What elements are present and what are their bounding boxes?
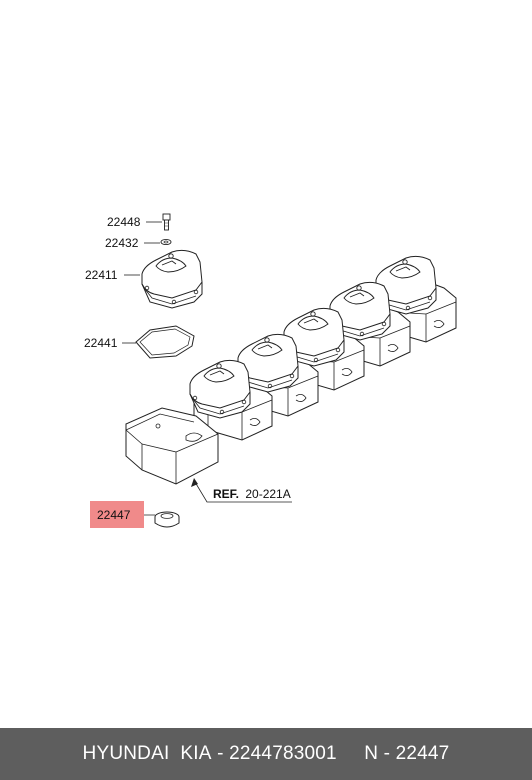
bolt-22448: [162, 213, 171, 231]
callout-22411[interactable]: 22411: [85, 268, 118, 282]
seal-22447: [154, 511, 180, 528]
washer-22432: [160, 238, 172, 246]
ref-prefix: REF.: [213, 487, 239, 501]
footer-n-number: 22447: [395, 743, 450, 764]
footer-part-number: 2244783001: [229, 743, 337, 764]
front-housing: [125, 407, 219, 485]
parts-diagram: 22448 22432 22411 22441 22447 REF. 20-22…: [84, 213, 457, 528]
footer-bar: HYUNDAI KIA - 2244783001 N - 22447: [0, 728, 532, 780]
callout-22447[interactable]: 22447: [97, 508, 131, 522]
highlight-box: [90, 501, 144, 528]
valve-cover-22411: [141, 249, 203, 309]
footer-n-prefix: N -: [364, 743, 396, 764]
callout-22448[interactable]: 22448: [107, 215, 141, 229]
footer-separator: -: [211, 743, 230, 764]
ref-arrow-icon: [191, 478, 198, 487]
footer-brand: HYUNDAI KIA: [82, 743, 212, 764]
ref-code: 20-221A: [245, 487, 290, 501]
footer-gap: [337, 743, 364, 765]
leader-lines: [122, 221, 292, 516]
gasket-22441: [135, 325, 195, 359]
ref-label: REF. 20-221A: [213, 487, 291, 501]
callout-22441[interactable]: 22441: [84, 336, 118, 350]
callout-22432[interactable]: 22432: [105, 236, 139, 250]
